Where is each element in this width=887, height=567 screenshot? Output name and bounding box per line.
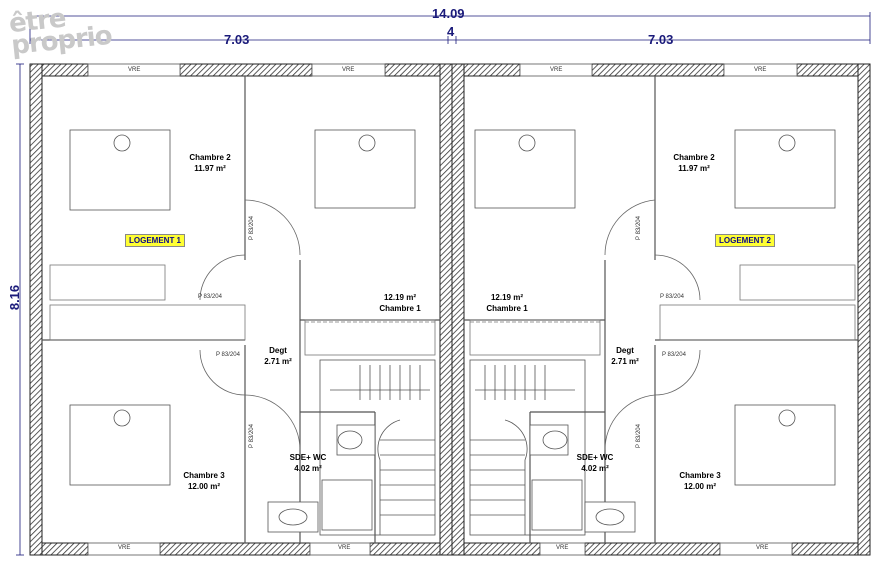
bathroom-fixtures: [267, 424, 636, 533]
room-area: 4.02 m²: [294, 464, 322, 473]
wardrobes: [49, 264, 856, 356]
room-name: Chambre 3: [679, 471, 721, 480]
door-label: P 83/204: [216, 352, 240, 358]
window-label: VRE: [342, 67, 355, 73]
logement1-chambre2: Chambre 2 11.97 m²: [180, 152, 240, 174]
door-label: P 83/204: [198, 294, 222, 300]
logement2-sde: SDE+ WC 4.02 m²: [565, 452, 625, 474]
logement1-sde: SDE+ WC 4.02 m²: [278, 452, 338, 474]
room-name: Chambre 2: [673, 153, 715, 162]
window-label: VRE: [550, 67, 563, 73]
door-label: P 83/204: [248, 424, 255, 448]
door-swings: [199, 199, 701, 451]
window-label: VRE: [118, 545, 131, 551]
logement2-chambre1: 12.19 m² Chambre 1: [477, 292, 537, 314]
room-area: 2.71 m²: [264, 357, 292, 366]
windows: [87, 63, 798, 556]
room-name: Degt: [269, 346, 287, 355]
door-label: P 83/204: [635, 424, 642, 448]
room-area: 11.97 m²: [678, 164, 710, 173]
dimension-height: 8.16: [7, 284, 23, 311]
window-label: VRE: [128, 67, 141, 73]
room-name: Chambre 1: [379, 304, 421, 313]
dimension-total-width: 14.09: [432, 6, 465, 21]
room-area: 4.02 m²: [581, 464, 609, 473]
staircases: [319, 359, 586, 536]
logement2-chambre3: Chambre 3 12.00 m²: [670, 470, 730, 492]
room-area: 11.97 m²: [194, 164, 226, 173]
window-label: VRE: [754, 67, 767, 73]
window-label: VRE: [556, 545, 569, 551]
watermark-logo: être proprio: [8, 3, 113, 61]
room-area: 2.71 m²: [611, 357, 639, 366]
dimension-party-wall: 4: [447, 24, 455, 39]
room-name: Degt: [616, 346, 634, 355]
dimension-right-width: 7.03: [648, 32, 674, 47]
logement1-chambre3: Chambre 3 12.00 m²: [174, 470, 234, 492]
dimension-lines: [16, 12, 871, 556]
room-area: 12.00 m²: [187, 482, 221, 491]
window-label: VRE: [338, 545, 351, 551]
beds: [69, 129, 836, 486]
room-area: 12.19 m²: [383, 293, 417, 302]
room-name: SDE+ WC: [289, 453, 327, 462]
room-area: 12.19 m²: [490, 293, 524, 302]
door-label: P 83/204: [662, 352, 686, 358]
room-area: 12.00 m²: [683, 482, 717, 491]
logement1-degt: Degt 2.71 m²: [258, 345, 298, 367]
room-name: SDE+ WC: [576, 453, 614, 462]
logement2-chambre2: Chambre 2 11.97 m²: [664, 152, 724, 174]
door-label: P 83/204: [248, 216, 255, 240]
logement1-chambre1: 12.19 m² Chambre 1: [370, 292, 430, 314]
door-label: P 83/204: [635, 216, 642, 240]
door-label: P 83/204: [660, 294, 684, 300]
dimension-left-width: 7.03: [224, 32, 250, 47]
room-name: Chambre 3: [183, 471, 225, 480]
room-name: Chambre 2: [189, 153, 231, 162]
window-label: VRE: [756, 545, 769, 551]
logement1-badge: LOGEMENT 1: [125, 234, 186, 247]
logement2-degt: Degt 2.71 m²: [605, 345, 645, 367]
logement2-badge: LOGEMENT 2: [715, 234, 776, 247]
room-name: Chambre 1: [486, 304, 528, 313]
